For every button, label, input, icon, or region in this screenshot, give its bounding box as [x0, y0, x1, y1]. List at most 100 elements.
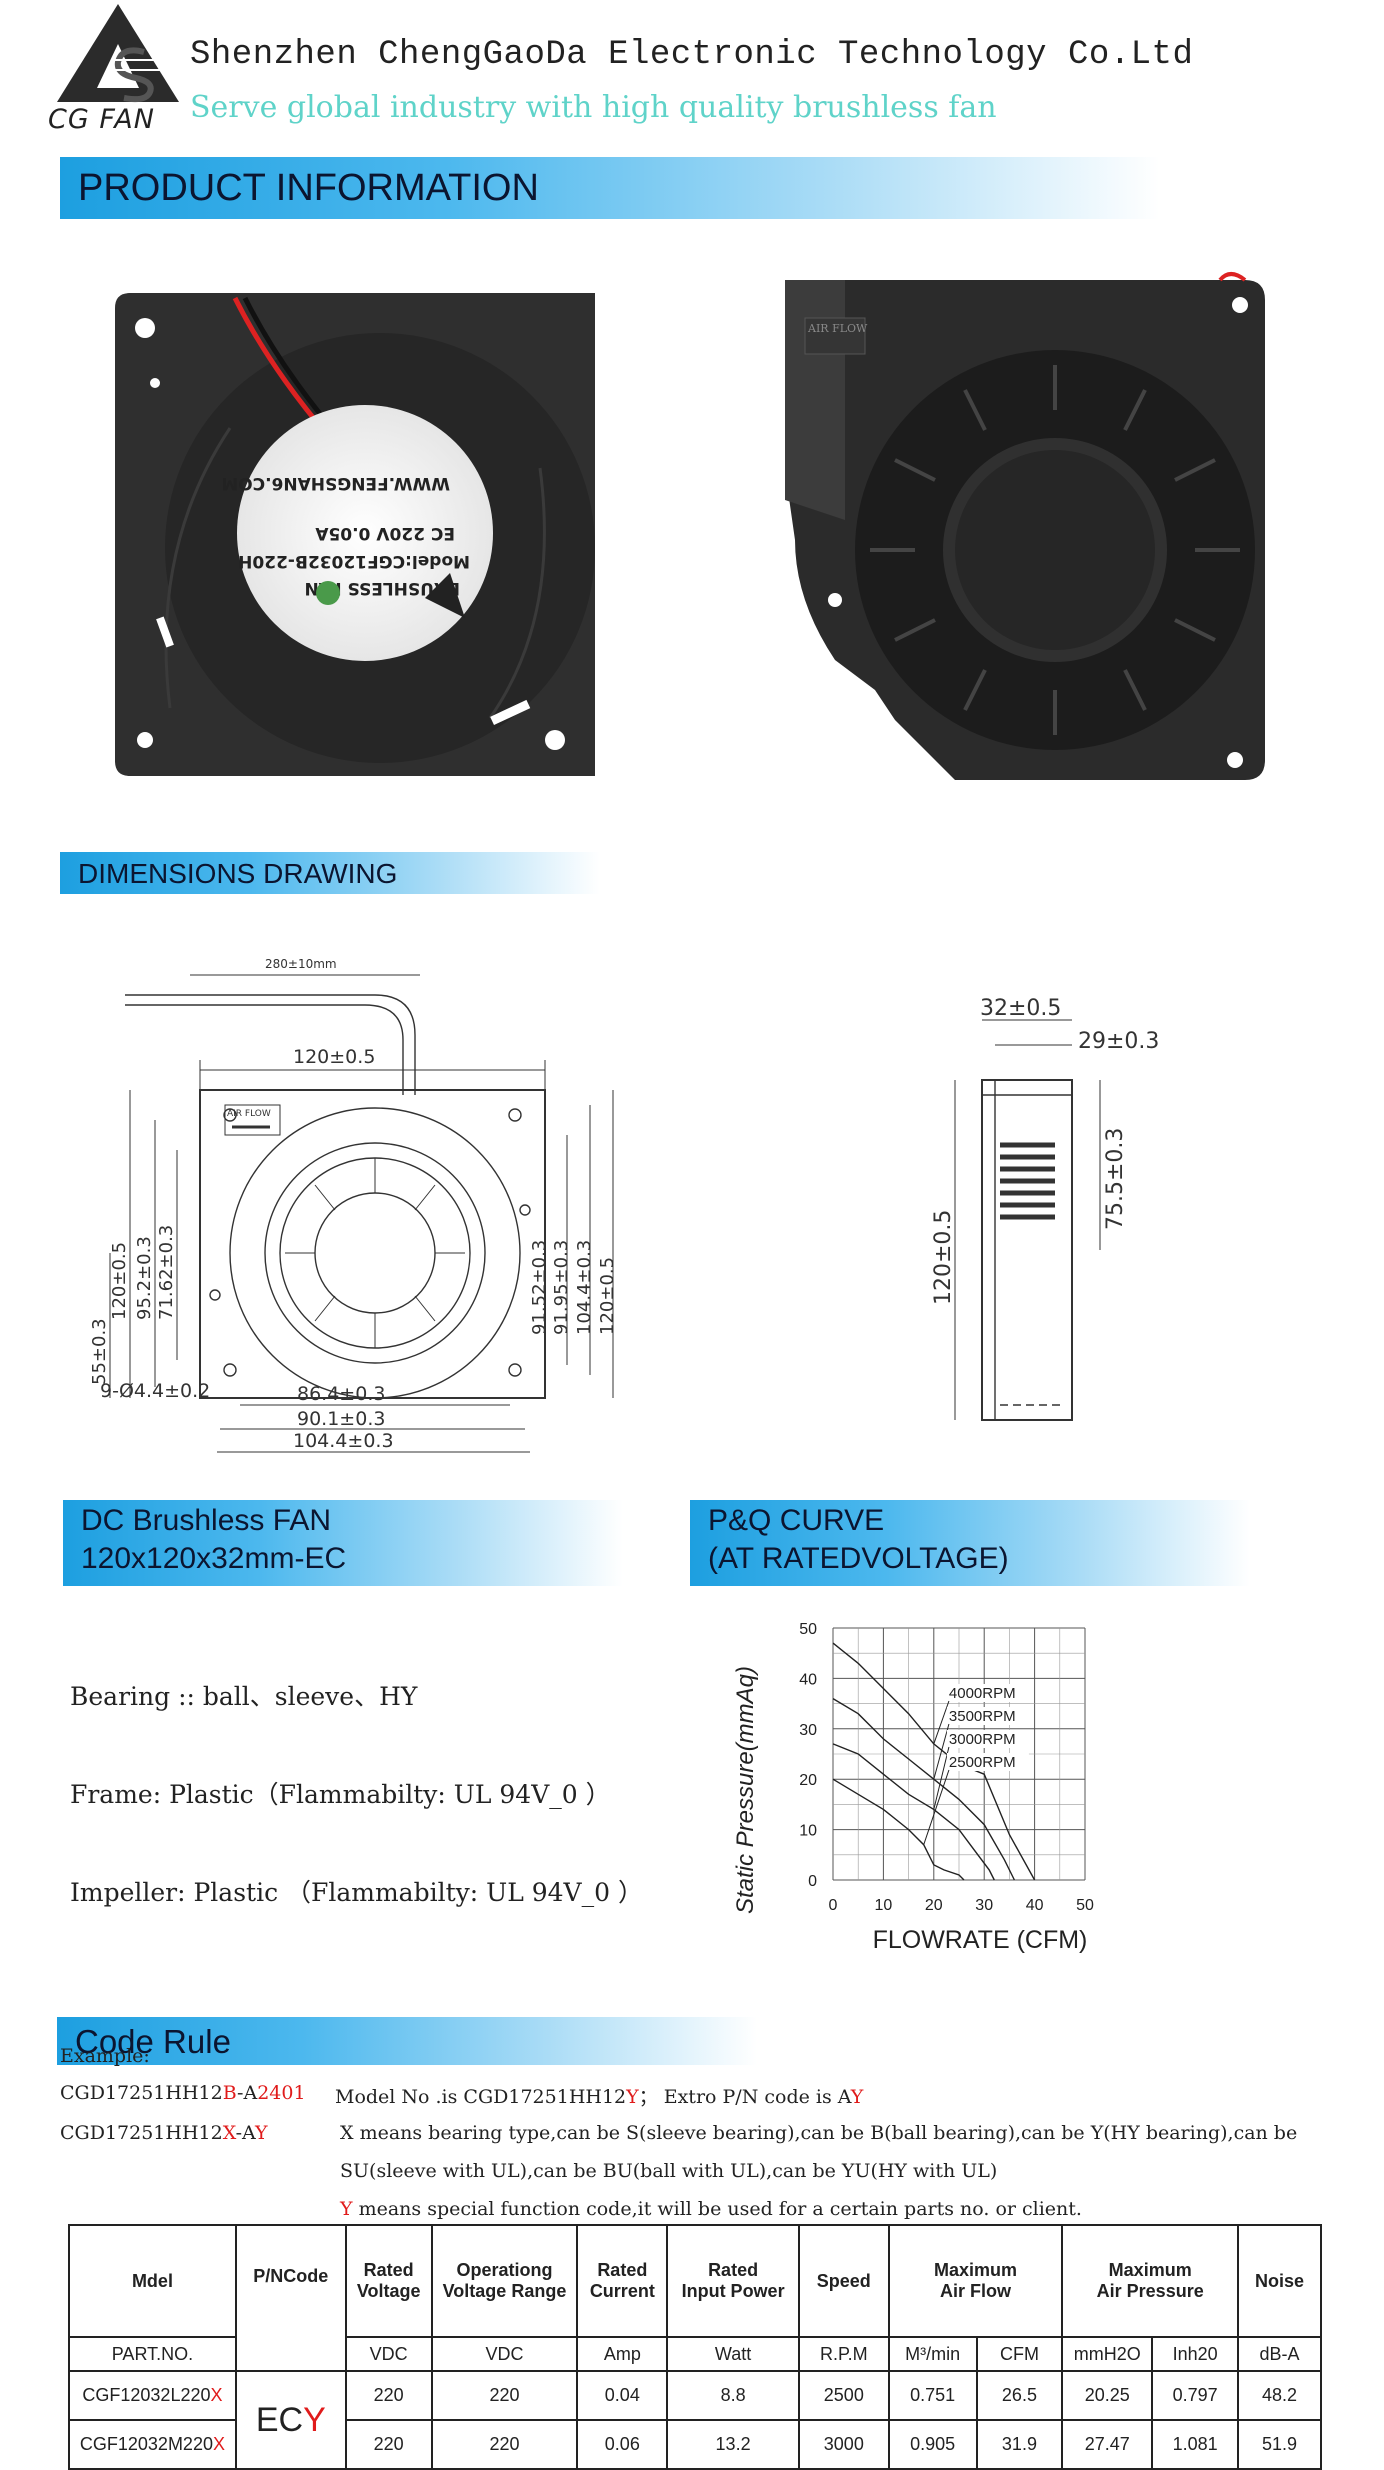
spec-impeller: Impeller: Plastic （Flammabilty: UL 94V_0… — [70, 1878, 643, 1907]
row-0-suffix: X — [210, 2385, 223, 2405]
code-rule-title: Code Rule — [75, 2023, 231, 2060]
cell-model: CGF12032M220X — [68, 2419, 237, 2470]
th-speed: Speed — [797, 2223, 890, 2339]
spec-frame: Frame: Plastic（Flammabilty: UL 94V_0 ） — [70, 1780, 611, 1809]
dim-left-4: 55±0.3 — [89, 1318, 110, 1385]
ex1-b: B — [222, 2082, 238, 2104]
dim-width-top: 120±0.5 — [293, 1046, 375, 1068]
x-tick-label: 0 — [829, 1897, 838, 1914]
fan-side-photo: AIR FLOW — [785, 272, 1265, 780]
unit-dba: dB-A — [1237, 2336, 1322, 2372]
dimension-drawing-side: 32±0.5 29±0.3 75.5±0.3 120±0.5 — [931, 996, 1159, 1421]
pn-code-y: Y — [303, 2400, 326, 2439]
code-rule-banner: Code Rule — [57, 2017, 757, 2065]
product-info-banner: PRODUCT INFORMATION — [60, 157, 1160, 219]
dimensions-title: DIMENSIONS DRAWING — [78, 858, 398, 889]
airflow-label: AIR FLOW — [807, 322, 868, 335]
x-tick-label: 10 — [875, 1897, 893, 1914]
legend-bg — [946, 1707, 1029, 1725]
th-current-1: Rated — [597, 2260, 648, 2281]
dim-left-2: 95.2±0.3 — [134, 1236, 155, 1320]
ex1-desc-y2: Y — [850, 2086, 864, 2108]
code-example-label: Example: — [60, 2045, 150, 2067]
legend-leader — [933, 1746, 950, 1810]
cell-m3: 0.751 — [887, 2370, 978, 2421]
cell-noise: 51.9 — [1237, 2419, 1322, 2470]
ex2-dash: -A — [235, 2122, 255, 2144]
ex1-dash: -A — [237, 2082, 258, 2104]
x-tick-label: 40 — [1026, 1897, 1044, 1914]
code-x-line-1: X means bearing type,can be S(sleeve bea… — [340, 2122, 1298, 2144]
th-power-1: Rated — [708, 2260, 759, 2281]
dim-side-right: 75.5±0.3 — [1103, 1128, 1128, 1230]
y-tick-label: 40 — [799, 1671, 817, 1688]
chart-x-label: FLOWRATE (CFM) — [873, 1926, 1088, 1954]
dim-bottom-3: 104.4±0.3 — [293, 1430, 394, 1452]
cell-m3: 0.905 — [887, 2419, 978, 2470]
unit-cfm: CFM — [975, 2336, 1064, 2372]
th-model: Mdel — [68, 2223, 237, 2339]
code-example-1: CGD17251HH12B-A2401 — [60, 2082, 306, 2104]
cell-speed: 3000 — [797, 2419, 890, 2470]
dim-side-left: 120±0.5 — [931, 1210, 956, 1305]
cell-range: 220 — [430, 2419, 579, 2470]
dim-cable: 280±10mm — [265, 957, 337, 971]
unit-vdc-2: VDC — [430, 2336, 579, 2372]
y-tick-label: 50 — [799, 1621, 817, 1638]
y-tick-label: 20 — [799, 1772, 817, 1789]
ex2-prefix: CGD17251HH12 — [60, 2122, 223, 2144]
label-rating: EC 220V 0.05A — [314, 523, 455, 543]
dim-right-3: 104.4±0.3 — [574, 1240, 595, 1335]
cell-model: CGF12032L220X — [68, 2370, 237, 2421]
dim-left-3: 71.62±0.3 — [156, 1225, 177, 1320]
th-pressure-2: Air Pressure — [1096, 2281, 1204, 2302]
legend-label: 3500RPM — [949, 1708, 1016, 1725]
x-tick-label: 30 — [975, 1897, 993, 1914]
legend-bg — [946, 1753, 1029, 1771]
cell-cfm: 31.9 — [975, 2419, 1064, 2470]
dim-right-2: 91.95±0.3 — [551, 1240, 572, 1335]
dim-side-top-2: 29±0.3 — [1078, 1029, 1159, 1054]
code-y-line: Y means special function code,it will be… — [340, 2198, 1082, 2220]
legend-label: 4000RPM — [949, 1685, 1016, 1702]
cell-mmh2o: 20.25 — [1061, 2370, 1154, 2421]
company-logo — [57, 4, 179, 103]
ex2-y: Y — [254, 2122, 268, 2144]
legend-label: 3000RPM — [949, 1731, 1016, 1748]
unit-inh2o: Inh20 — [1151, 2336, 1240, 2372]
th-power-2: Input Power — [681, 2281, 785, 2302]
unit-part: PART.NO. — [68, 2336, 237, 2372]
dim-holes: 9-Ø4.4±0.2 — [100, 1380, 210, 1402]
legend-leader — [923, 1769, 950, 1845]
dimension-drawing-front: 280±10mm 120±0.5 AIR FLOW 120±0.5 95.2±0… — [89, 957, 618, 1453]
unit-watt: Watt — [666, 2336, 800, 2372]
spec-bearing: Bearing :: ball、sleeve、HY — [70, 1682, 418, 1711]
product-info-title: PRODUCT INFORMATION — [78, 167, 539, 209]
dim-right-1: 91.52±0.3 — [529, 1240, 550, 1335]
cell-power: 8.8 — [666, 2370, 800, 2421]
cell-mmh2o: 27.47 — [1061, 2419, 1154, 2470]
dim-bottom-1: 86.4±0.3 — [297, 1383, 385, 1405]
y-tick-label: 10 — [799, 1823, 817, 1840]
ex1-num: 2401 — [257, 2082, 306, 2104]
cell-speed: 2500 — [797, 2370, 890, 2421]
cell-inh2o: 1.081 — [1151, 2419, 1240, 2470]
example-label-text: Example: — [60, 2045, 150, 2067]
row-1-model: CGF12032M220 — [79, 2434, 213, 2454]
cell-current: 0.06 — [576, 2419, 669, 2470]
y-line-text: means special function code,it will be u… — [352, 2198, 1082, 2220]
cell-cfm: 26.5 — [975, 2370, 1064, 2421]
th-voltage-2: Voltage — [356, 2281, 421, 2302]
dim-bottom-2: 90.1±0.3 — [297, 1408, 385, 1430]
th-voltage-1: Rated — [363, 2260, 414, 2281]
th-airflow-2: Air Flow — [940, 2281, 1012, 2302]
th-noise: Noise — [1237, 2223, 1322, 2339]
chart-grid — [832, 1627, 1086, 1881]
th-range-1: Operationg — [456, 2260, 553, 2281]
